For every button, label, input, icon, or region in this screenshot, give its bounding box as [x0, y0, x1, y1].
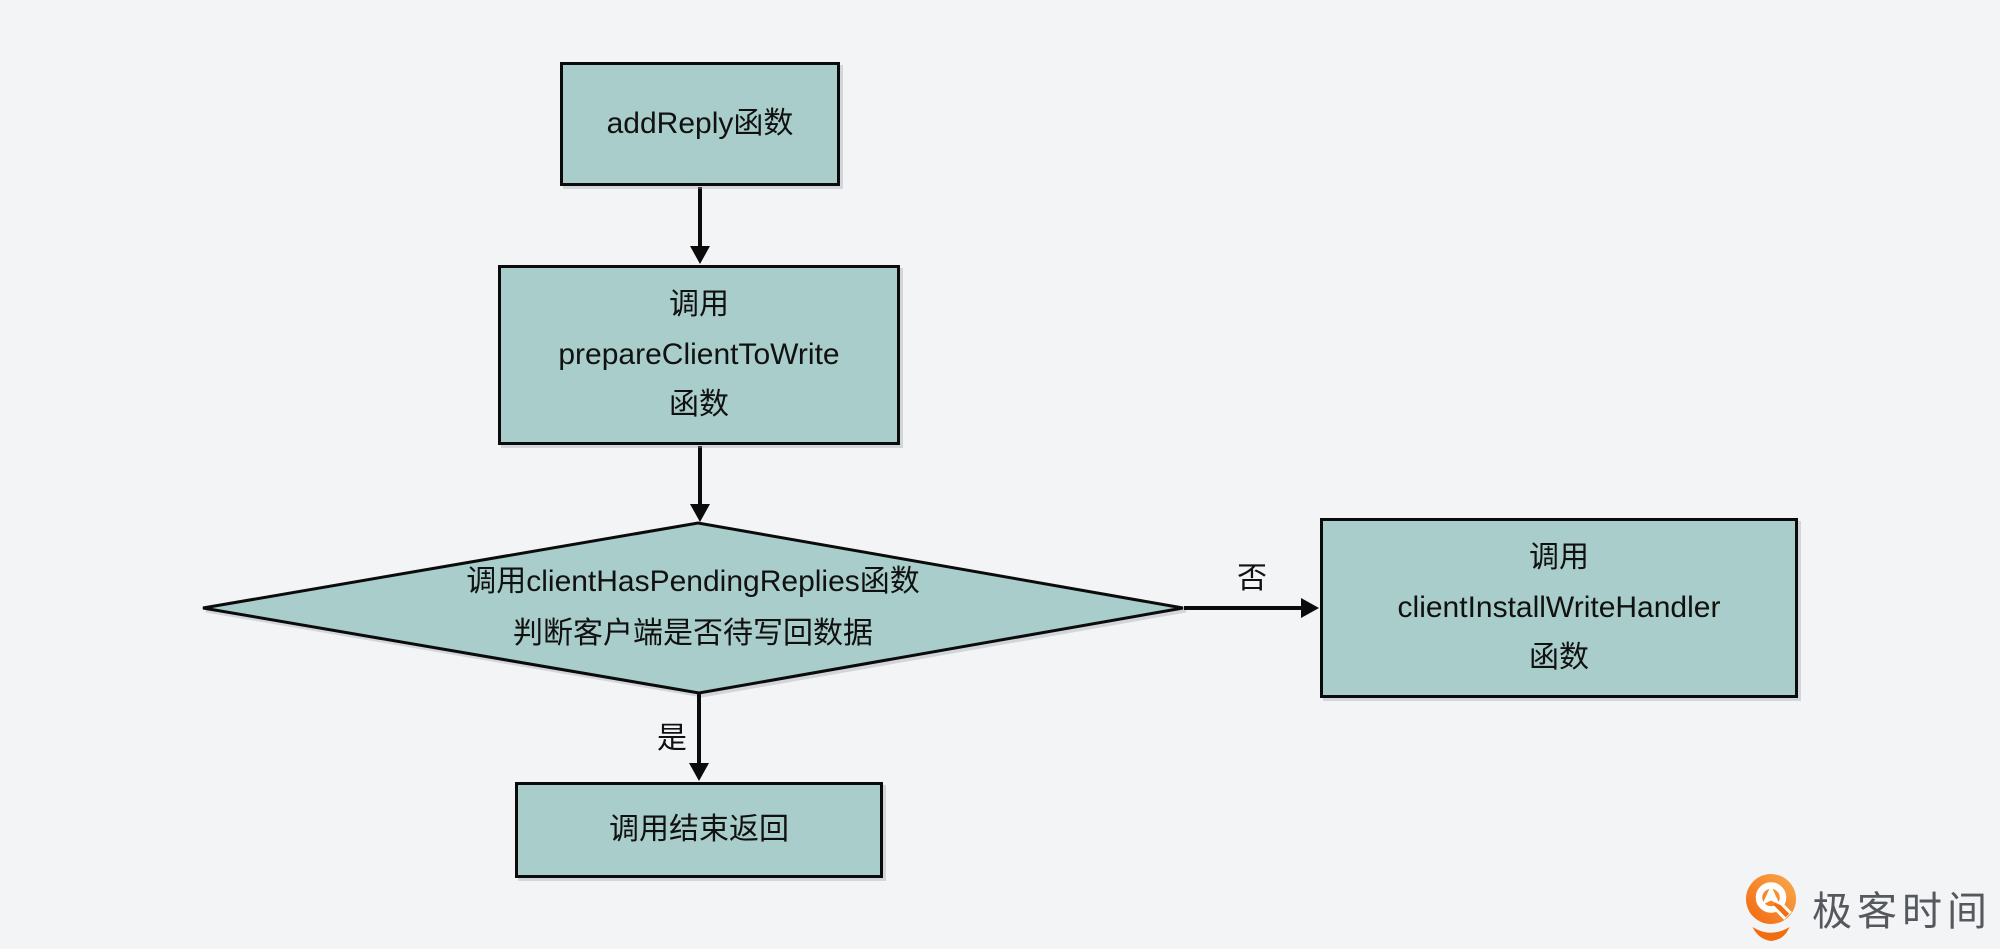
- decision-diamond-shape: [202, 521, 1184, 695]
- arrow-prepare-to-decision: [690, 446, 710, 522]
- node-prepare-line-1: 调用: [669, 288, 729, 321]
- node-decision-line-1: 调用clientHasPendingReplies函数: [466, 565, 920, 598]
- node-addreply: addReply函数: [560, 62, 840, 186]
- arrow-decision-to-finish: [689, 694, 709, 781]
- node-install-line-1: 调用: [1529, 541, 1589, 574]
- node-install-line-3: 函数: [1529, 641, 1589, 674]
- arrow-decision-to-install: [1184, 598, 1319, 618]
- node-prepare-client-to-write: 调用 prepareClientToWrite 函数: [498, 265, 900, 445]
- node-finish-label: 调用结束返回: [609, 813, 789, 846]
- branch-label-no: 否: [1237, 562, 1267, 595]
- geektime-logo-text: 极客时间: [1812, 890, 1992, 934]
- node-addreply-label: addReply函数: [606, 107, 794, 140]
- node-client-install-write-handler: 调用 clientInstallWriteHandler 函数: [1320, 518, 1798, 698]
- node-decision-line-2: 判断客户端是否待写回数据: [513, 617, 873, 650]
- node-prepare-line-2: prepareClientToWrite: [558, 338, 840, 371]
- arrow-start-to-prepare: [690, 187, 710, 264]
- geektime-logo-icon: [1746, 874, 1796, 941]
- node-install-line-2: clientInstallWriteHandler: [1397, 591, 1721, 624]
- node-call-end-return: 调用结束返回: [515, 782, 883, 878]
- geektime-logo: 极客时间: [1746, 874, 1992, 942]
- node-decision-has-pending-replies: 调用clientHasPendingReplies函数 判断客户端是否待写回数据: [293, 554, 1093, 662]
- branch-label-yes: 是: [657, 722, 687, 755]
- node-prepare-line-3: 函数: [669, 388, 729, 421]
